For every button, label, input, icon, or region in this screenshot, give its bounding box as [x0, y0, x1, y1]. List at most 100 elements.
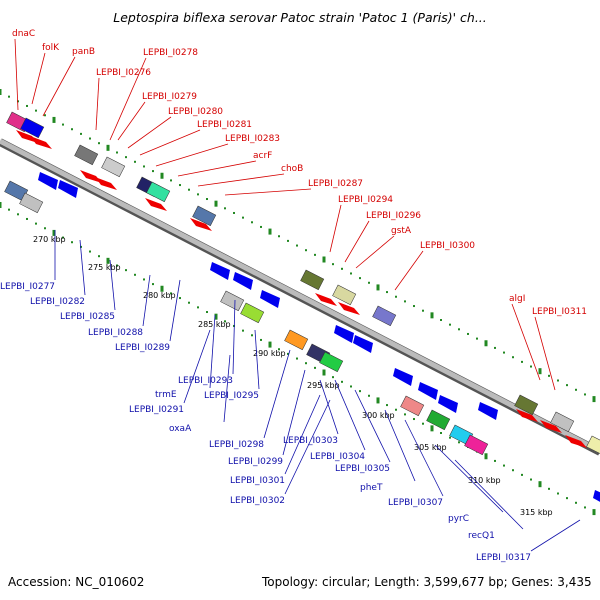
tick-label: 270 kbp: [33, 235, 66, 244]
gene-block: [586, 435, 600, 457]
label-leader-line: [454, 459, 524, 530]
label-leader-line: [209, 314, 216, 389]
gene-block: [20, 117, 45, 139]
tick-label: 310 kbp: [468, 476, 501, 485]
label-leader-line: [530, 519, 581, 552]
gene-arrow-reverse: [233, 272, 253, 290]
gene-label-reverse: LEPBI_I0305: [335, 464, 390, 474]
gene-label-reverse: pyrC: [448, 514, 469, 524]
tick-label: 275 kbp: [88, 263, 121, 272]
gene-labels: dnaC folK panB LEPBI_I0278LEPBI_I0276LEPBI_…: [0, 29, 587, 563]
label-leader-line: [177, 160, 257, 177]
label-leader-line: [384, 409, 416, 482]
tick-label: 300 kbp: [362, 411, 395, 420]
label-leaders: [14, 38, 581, 552]
gene-arrow-forward: [95, 177, 117, 190]
gene-label-forward: LEPBI_I0283: [225, 134, 280, 144]
gene-label-forward: LEPBI_I0281: [197, 120, 252, 130]
gene-track: [4, 111, 600, 502]
gene-label-reverse: LEPBI_I0295: [204, 391, 259, 401]
gene-block: [514, 394, 539, 416]
gene-block: [319, 351, 344, 373]
gene-label-reverse: LEPBI_I0289: [115, 343, 170, 353]
gene-label-reverse: oxaA: [169, 424, 192, 434]
label-leader-line: [434, 444, 504, 513]
gene-label-forward: panB: [72, 47, 95, 57]
gene-arrow-forward: [145, 198, 167, 211]
gene-block: [146, 181, 171, 203]
label-leader-line: [319, 379, 339, 435]
gene-label-forward: LEPBI_I0280: [168, 107, 223, 117]
label-leader-line: [109, 259, 116, 311]
gene-label-forward: LEPBI_I0279: [142, 92, 197, 102]
gene-label-forward: dnaC: [12, 29, 35, 39]
label-leader-line: [14, 38, 19, 111]
gene-label-reverse: LEPBI_I0285: [60, 312, 115, 322]
tick-label: 295 kbp: [307, 381, 340, 390]
gene-label-reverse: LEPBI_I0303: [283, 436, 338, 446]
backbone: [0, 138, 600, 454]
label-leader-line: [79, 239, 86, 296]
gene-label-reverse: LEPBI_I0291: [129, 405, 184, 415]
gene-arrow-forward: [30, 136, 52, 149]
tick-track-outer: [0, 89, 596, 403]
label-leader-line: [511, 303, 541, 381]
gene-block: [101, 156, 126, 178]
gene-label-reverse: LEPBI_I0282: [30, 297, 85, 307]
label-leader-line: [117, 101, 146, 141]
gene-block: [400, 395, 425, 417]
label-leader-line: [155, 143, 229, 167]
gene-label-forward: LEPBI_I0278: [143, 48, 198, 58]
gene-arrow-forward: [338, 302, 360, 315]
gene-label-reverse: LEPBI_I0307: [388, 498, 443, 508]
tick-label: 280 kbp: [143, 291, 176, 300]
gene-arrow-forward: [540, 420, 562, 433]
label-leader-line: [394, 250, 424, 291]
gene-arrow-reverse: [58, 180, 78, 198]
gene-arrow-reverse: [260, 290, 280, 308]
gene-label-reverse: LEPBI_I0304: [310, 452, 365, 462]
gene-label-reverse: LEPBI_I0302: [230, 496, 285, 506]
label-leader-line: [42, 56, 76, 117]
label-leader-line: [344, 220, 370, 263]
label-leader-line: [282, 369, 306, 456]
map-title: Leptospira biflexa serovar Patoc strain …: [113, 10, 487, 25]
gene-label-forward: folK: [42, 43, 60, 53]
gene-arrow-forward: [565, 435, 587, 448]
gene-block: [464, 434, 489, 456]
gene-arrow-forward: [190, 218, 212, 231]
tick-label: 290 kbp: [253, 349, 286, 358]
gene-arrow-forward: [80, 170, 102, 183]
label-leader-line: [534, 316, 556, 391]
gene-label-reverse: LEPBI_I0301: [230, 476, 285, 486]
gene-label-reverse: recQ1: [468, 531, 495, 541]
gene-arrow-forward: [16, 130, 38, 143]
gene-arrow-reverse: [353, 335, 373, 353]
gene-block: [332, 284, 357, 306]
gene-label-forward: LEPBI_I0296: [366, 211, 421, 221]
label-leader-line: [31, 52, 46, 105]
topology-text: Topology: circular; Length: 3,599,677 bp…: [261, 575, 592, 589]
gene-block: [74, 144, 99, 166]
label-leader-line: [139, 129, 201, 156]
gene-block: [550, 411, 575, 433]
gene-label-reverse: trmE: [155, 390, 177, 400]
gene-block: [300, 269, 325, 291]
gene-block: [192, 205, 217, 227]
gene-arrow-forward: [315, 293, 337, 306]
gene-label-reverse: pheT: [360, 483, 383, 493]
label-leader-line: [224, 188, 312, 196]
label-leader-line: [232, 299, 236, 375]
gene-block: [240, 302, 265, 324]
label-leader-line: [127, 116, 172, 149]
label-leader-line: [284, 399, 331, 495]
gene-label-reverse: LEPBI_I0298: [209, 440, 264, 450]
gene-block: [426, 409, 451, 431]
gene-label-forward: LEPBI_I0276: [96, 68, 151, 78]
gene-label-forward: LEPBI_I0311: [532, 307, 587, 317]
gene-label-forward: LEPBI_I0300: [420, 241, 475, 251]
gene-block: [19, 192, 44, 214]
gene-arrow-reverse: [38, 172, 58, 190]
gene-block: [220, 290, 245, 312]
gene-label-forward: choB: [281, 164, 303, 174]
